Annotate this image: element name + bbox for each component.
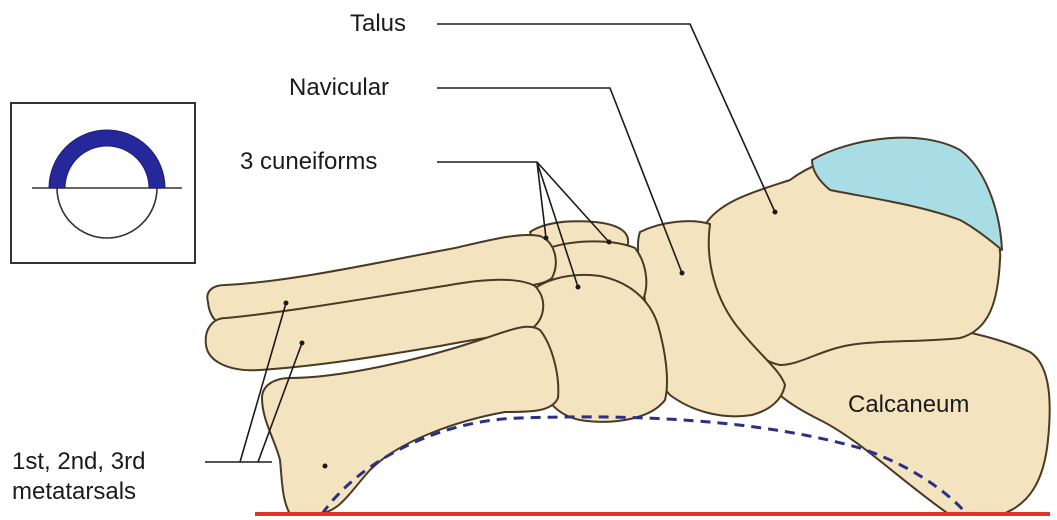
cuneiform-dot-a — [544, 236, 549, 241]
label-talus: Talus — [350, 12, 406, 36]
talus-leader — [437, 24, 775, 212]
navicular-dot — [680, 271, 685, 276]
label-cuneiforms: 3 cuneiforms — [240, 150, 377, 174]
talus-dot — [773, 210, 778, 215]
metatarsal-dot-b — [300, 341, 305, 346]
foot-bones — [206, 138, 1050, 515]
label-navicular: Navicular — [289, 76, 389, 100]
metatarsal-dot-c — [323, 464, 328, 469]
cuneiform-dot-c — [576, 285, 581, 290]
label-metatarsals: 1st, 2nd, 3rd metatarsals — [12, 447, 145, 507]
cuneiform-dot-b — [607, 240, 612, 245]
arch-inset-box — [10, 102, 196, 264]
arch-semicircle-icon — [12, 104, 194, 262]
metatarsal-dot-a — [284, 301, 289, 306]
label-calcaneum: Calcaneum — [848, 393, 969, 417]
